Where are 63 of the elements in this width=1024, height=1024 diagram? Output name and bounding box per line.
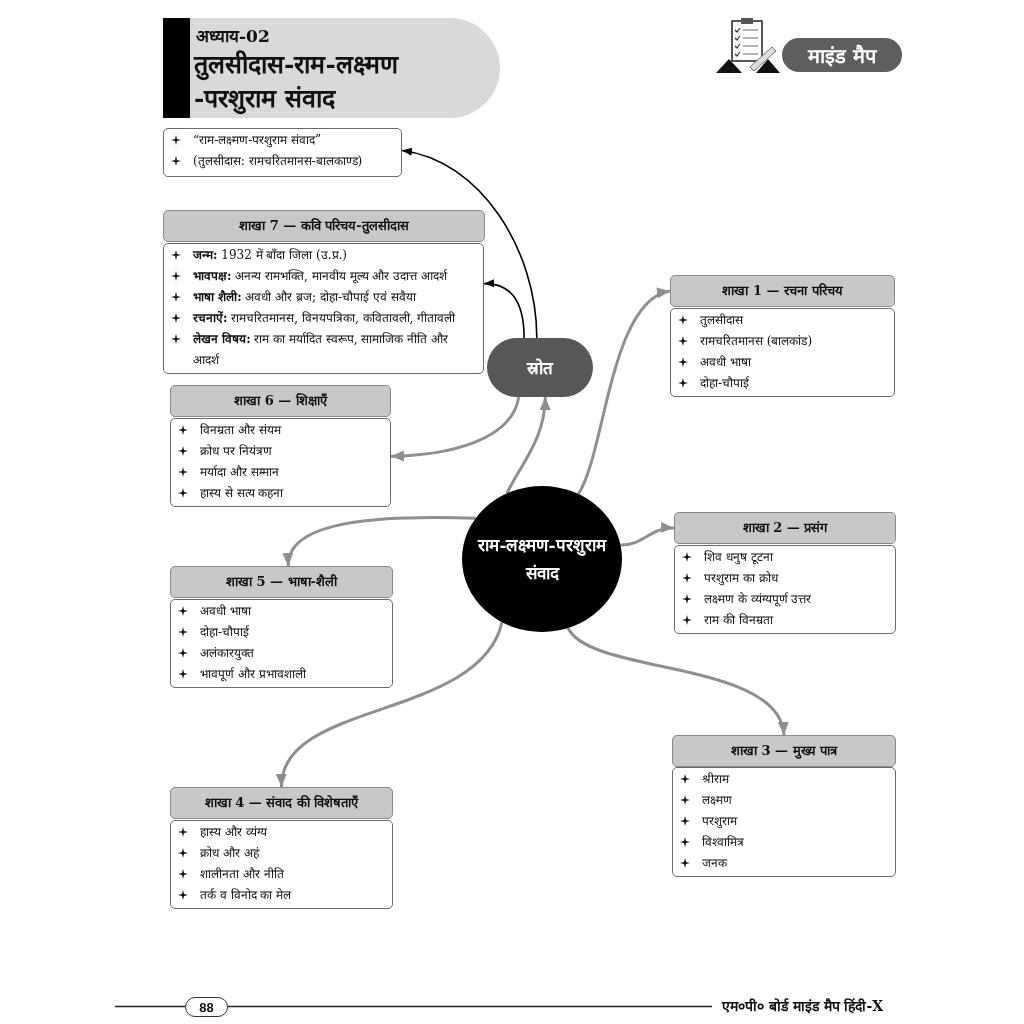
list-item: लक्ष्मण xyxy=(702,792,733,809)
list-item: शालीनता और नीति xyxy=(200,866,285,883)
branch-heading: शाखा 2 — प्रसंग xyxy=(674,512,896,544)
curved-arrow xyxy=(390,396,521,462)
branch-panel xyxy=(163,243,484,374)
branch-heading: शाखा 7 — कवि परिचय-तुलसीदास xyxy=(163,210,485,242)
chapter-label: अध्याय-02 xyxy=(196,25,270,47)
source-box xyxy=(163,128,402,177)
curved-arrow xyxy=(620,522,675,547)
list-item: अवधी भाषा xyxy=(200,603,252,620)
branch-panel xyxy=(670,308,895,397)
list-item: लक्ष्मण के व्यंग्यपूर्ण उत्तर xyxy=(704,591,813,609)
branch-heading: शाखा 6 — शिक्षाएँ xyxy=(170,385,391,417)
curved-arrow xyxy=(483,279,525,339)
curved-arrow xyxy=(576,289,671,495)
list-item: भाषा शैली: अवधी और ब्रज; दोहा-चौपाई एवं सवैया xyxy=(193,289,417,306)
footer-text: एम०पी० बोर्ड माइंड मैप हिंदी-X xyxy=(722,997,884,1016)
list-item: तुलसीदास xyxy=(700,312,744,330)
central-ellipse: राम-लक्ष्मण-परशुराम संवाद xyxy=(462,486,622,632)
list-item: विनम्रता और संयम xyxy=(200,422,283,439)
branch-panel xyxy=(674,545,896,634)
curved-arrow xyxy=(505,396,551,495)
branch-panel xyxy=(170,820,393,909)
list-item: दोहा-चौपाई xyxy=(200,624,251,641)
branch-heading: शाखा 1 — रचना परिचय xyxy=(670,275,895,307)
branch-heading: शाखा 3 — मुख्य पात्र xyxy=(672,735,896,767)
list-item: विश्वामित्र xyxy=(702,834,745,851)
list-item: लेखन विषय: राम का मर्यादित स्वरूप, सामाजिक नीति और आदर्श xyxy=(193,331,450,369)
list-item: तर्क व विनोद का मेल xyxy=(200,887,293,904)
list-item: हास्य से सत्य कहना xyxy=(200,485,285,502)
list-item: “राम-लक्ष्मण-परशुराम संवाद” xyxy=(193,132,323,150)
list-item: राम की विनम्रता xyxy=(704,612,774,629)
title-badge: माइंड मैप xyxy=(782,38,902,72)
list-item: क्रोध पर नियंत्रण xyxy=(200,443,273,460)
list-item: भावपूर्ण और प्रभावशाली xyxy=(200,666,307,684)
list-item: शिव धनुष टूटना xyxy=(704,549,774,567)
branch-panel xyxy=(170,599,393,688)
branch-panel xyxy=(170,418,391,507)
list-item: (तुलसीदास: रामचरितमानस-बालकाण्ड) xyxy=(193,153,364,171)
list-item: क्रोध और अहं xyxy=(200,845,261,862)
list-item: रचनाऐं: रामचरितमानस, विनयपत्रिका, कवितावली, गीतावली xyxy=(193,310,457,327)
list-item: रामचरितमानस (बालकांड) xyxy=(700,333,814,350)
list-item: परशुराम का क्रोध xyxy=(704,570,780,588)
list-item: भावपक्ष: अनन्य रामभक्ति, मानवीय मूल्य और उदात्त आदर्श xyxy=(193,268,449,286)
curved-arrow xyxy=(401,148,538,339)
branch-heading: शाखा 5 — भाषा-शैली xyxy=(170,566,393,598)
chapter-title: तुलसीदास-राम-लक्ष्मण -परशुराम संवाद xyxy=(194,49,400,116)
curved-arrow xyxy=(284,515,476,567)
branch-panel xyxy=(672,767,896,877)
list-item: मर्यादा और सम्मान xyxy=(200,464,280,481)
list-item: दोहा-चौपाई xyxy=(700,375,751,392)
branch-heading: शाखा 4 — संवाद की विशेषताएँ xyxy=(170,787,393,819)
page-number: 88 xyxy=(185,997,228,1017)
list-item: परशुराम xyxy=(702,813,739,831)
list-item: श्रीराम xyxy=(702,771,731,788)
list-item: जन्म: 1932 में बाँदा जिला (उ.प्र.) xyxy=(193,247,349,264)
curved-arrow xyxy=(278,621,504,788)
list-item: हास्य और व्यंग्य xyxy=(200,824,268,841)
list-item: जनक xyxy=(702,855,729,872)
topic-pill: स्रोत xyxy=(487,338,593,397)
curved-arrow xyxy=(566,627,786,736)
list-item: अलंकारयुक्त xyxy=(200,645,255,663)
list-item: अवधी भाषा xyxy=(700,354,752,371)
